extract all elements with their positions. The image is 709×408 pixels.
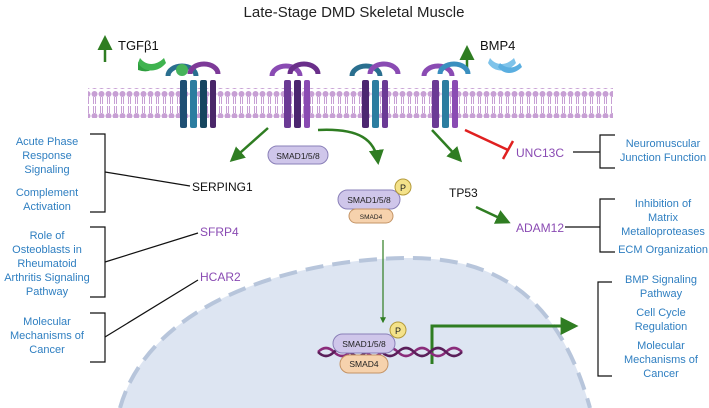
tgfb1-ligand (97, 35, 166, 72)
term-osteoblast-3: Rheumatoid (17, 258, 76, 270)
bracket-right-3 (597, 281, 612, 377)
term-mol-mech-right-1: Molecular (637, 340, 685, 352)
term-bmp-1: BMP Signaling (625, 274, 697, 286)
phospho-badge-2 (389, 321, 407, 339)
term-mmp-2: Matrix (648, 212, 678, 224)
smad4-pill-1 (348, 208, 394, 224)
bracket-left-2 (90, 226, 106, 298)
receptor-complex-2 (269, 61, 321, 128)
nuclear-envelope (118, 255, 592, 408)
bracket-right-1 (599, 134, 615, 169)
arrow-to-smad (317, 128, 384, 165)
smad158-label-1: SMAD1/5/8 (276, 151, 320, 161)
connector-serping1 (104, 171, 191, 187)
gene-serping1: SERPING1 (192, 180, 253, 194)
gene-unc13c: UNC13C (516, 146, 564, 160)
term-osteoblast-4: Arthritis Signaling (4, 272, 90, 284)
inhibit-bar (501, 140, 515, 160)
smad4-label-1: SMAD4 (360, 214, 383, 221)
connector-sfrp4 (104, 232, 199, 263)
gene-hcar2: HCAR2 (200, 270, 241, 284)
phospho-badge-1 (394, 178, 412, 196)
arrow-to-serping1 (229, 127, 269, 162)
term-bmp-2: Pathway (640, 288, 683, 300)
cell-membrane (88, 88, 613, 118)
gene-adam12: ADAM12 (516, 221, 564, 235)
term-acute-phase-3: Signaling (24, 164, 69, 176)
term-osteoblast-5: Pathway (26, 286, 69, 298)
bmp4-label: BMP4 (480, 38, 515, 53)
bracket-right-2 (599, 198, 615, 253)
smad158-pill-1 (267, 145, 329, 165)
term-mol-mech-right-3: Cancer (643, 368, 679, 380)
inhibit-to-unc13c (464, 128, 509, 152)
term-ecm: ECM Organization (618, 244, 708, 256)
term-complement-2: Activation (23, 201, 71, 213)
term-mol-mech-right-2: Mechanisms of (624, 354, 699, 366)
receptor-complex-1 (165, 61, 221, 128)
term-complement-1: Complement (16, 187, 78, 199)
term-acute-phase-2: Response (22, 150, 72, 162)
term-mmp-3: Metalloproteases (621, 226, 705, 238)
term-mol-mech-left-3: Cancer (29, 344, 65, 356)
term-nmj-2: Junction Function (620, 152, 706, 164)
bracket-left-3 (90, 312, 106, 363)
term-nmj-1: Neuromuscular (626, 138, 701, 150)
term-mmp-1: Inhibition of (635, 198, 692, 210)
term-osteoblast-1: Role of (30, 230, 66, 242)
term-acute-phase-1: Acute Phase (16, 136, 78, 148)
arrow-to-tp53 (431, 129, 463, 163)
term-cellcycle-1: Cell Cycle (636, 307, 686, 319)
arrow-tp53-to-adam12 (475, 205, 511, 224)
diagram-title: Late-Stage DMD Skeletal Muscle (244, 4, 465, 21)
bracket-left-1 (90, 133, 106, 213)
receptor-complex-4 (421, 61, 471, 128)
smad158-label-3: SMAD1/5/8 (342, 339, 386, 349)
smad158-label-2: SMAD1/5/8 (347, 195, 391, 205)
phospho-label-1: P (400, 183, 406, 193)
receptor-complex-3 (349, 61, 401, 128)
gene-sfrp4: SFRP4 (200, 225, 239, 239)
term-mol-mech-left-1: Molecular (23, 316, 71, 328)
phospho-label-2: P (395, 326, 401, 336)
term-cellcycle-2: Regulation (635, 321, 688, 333)
connector-hcar2 (104, 279, 199, 338)
nucleus (120, 258, 590, 408)
smad4-label-2: SMAD4 (349, 359, 379, 369)
gene-tp53: TP53 (449, 186, 478, 200)
tgfb1-label: TGFβ1 (118, 38, 159, 53)
smad158-pill-3 (332, 333, 396, 354)
term-mol-mech-left-2: Mechanisms of (10, 330, 85, 342)
smad4-pill-2 (339, 354, 389, 374)
term-osteoblast-2: Osteoblasts in (12, 244, 82, 256)
